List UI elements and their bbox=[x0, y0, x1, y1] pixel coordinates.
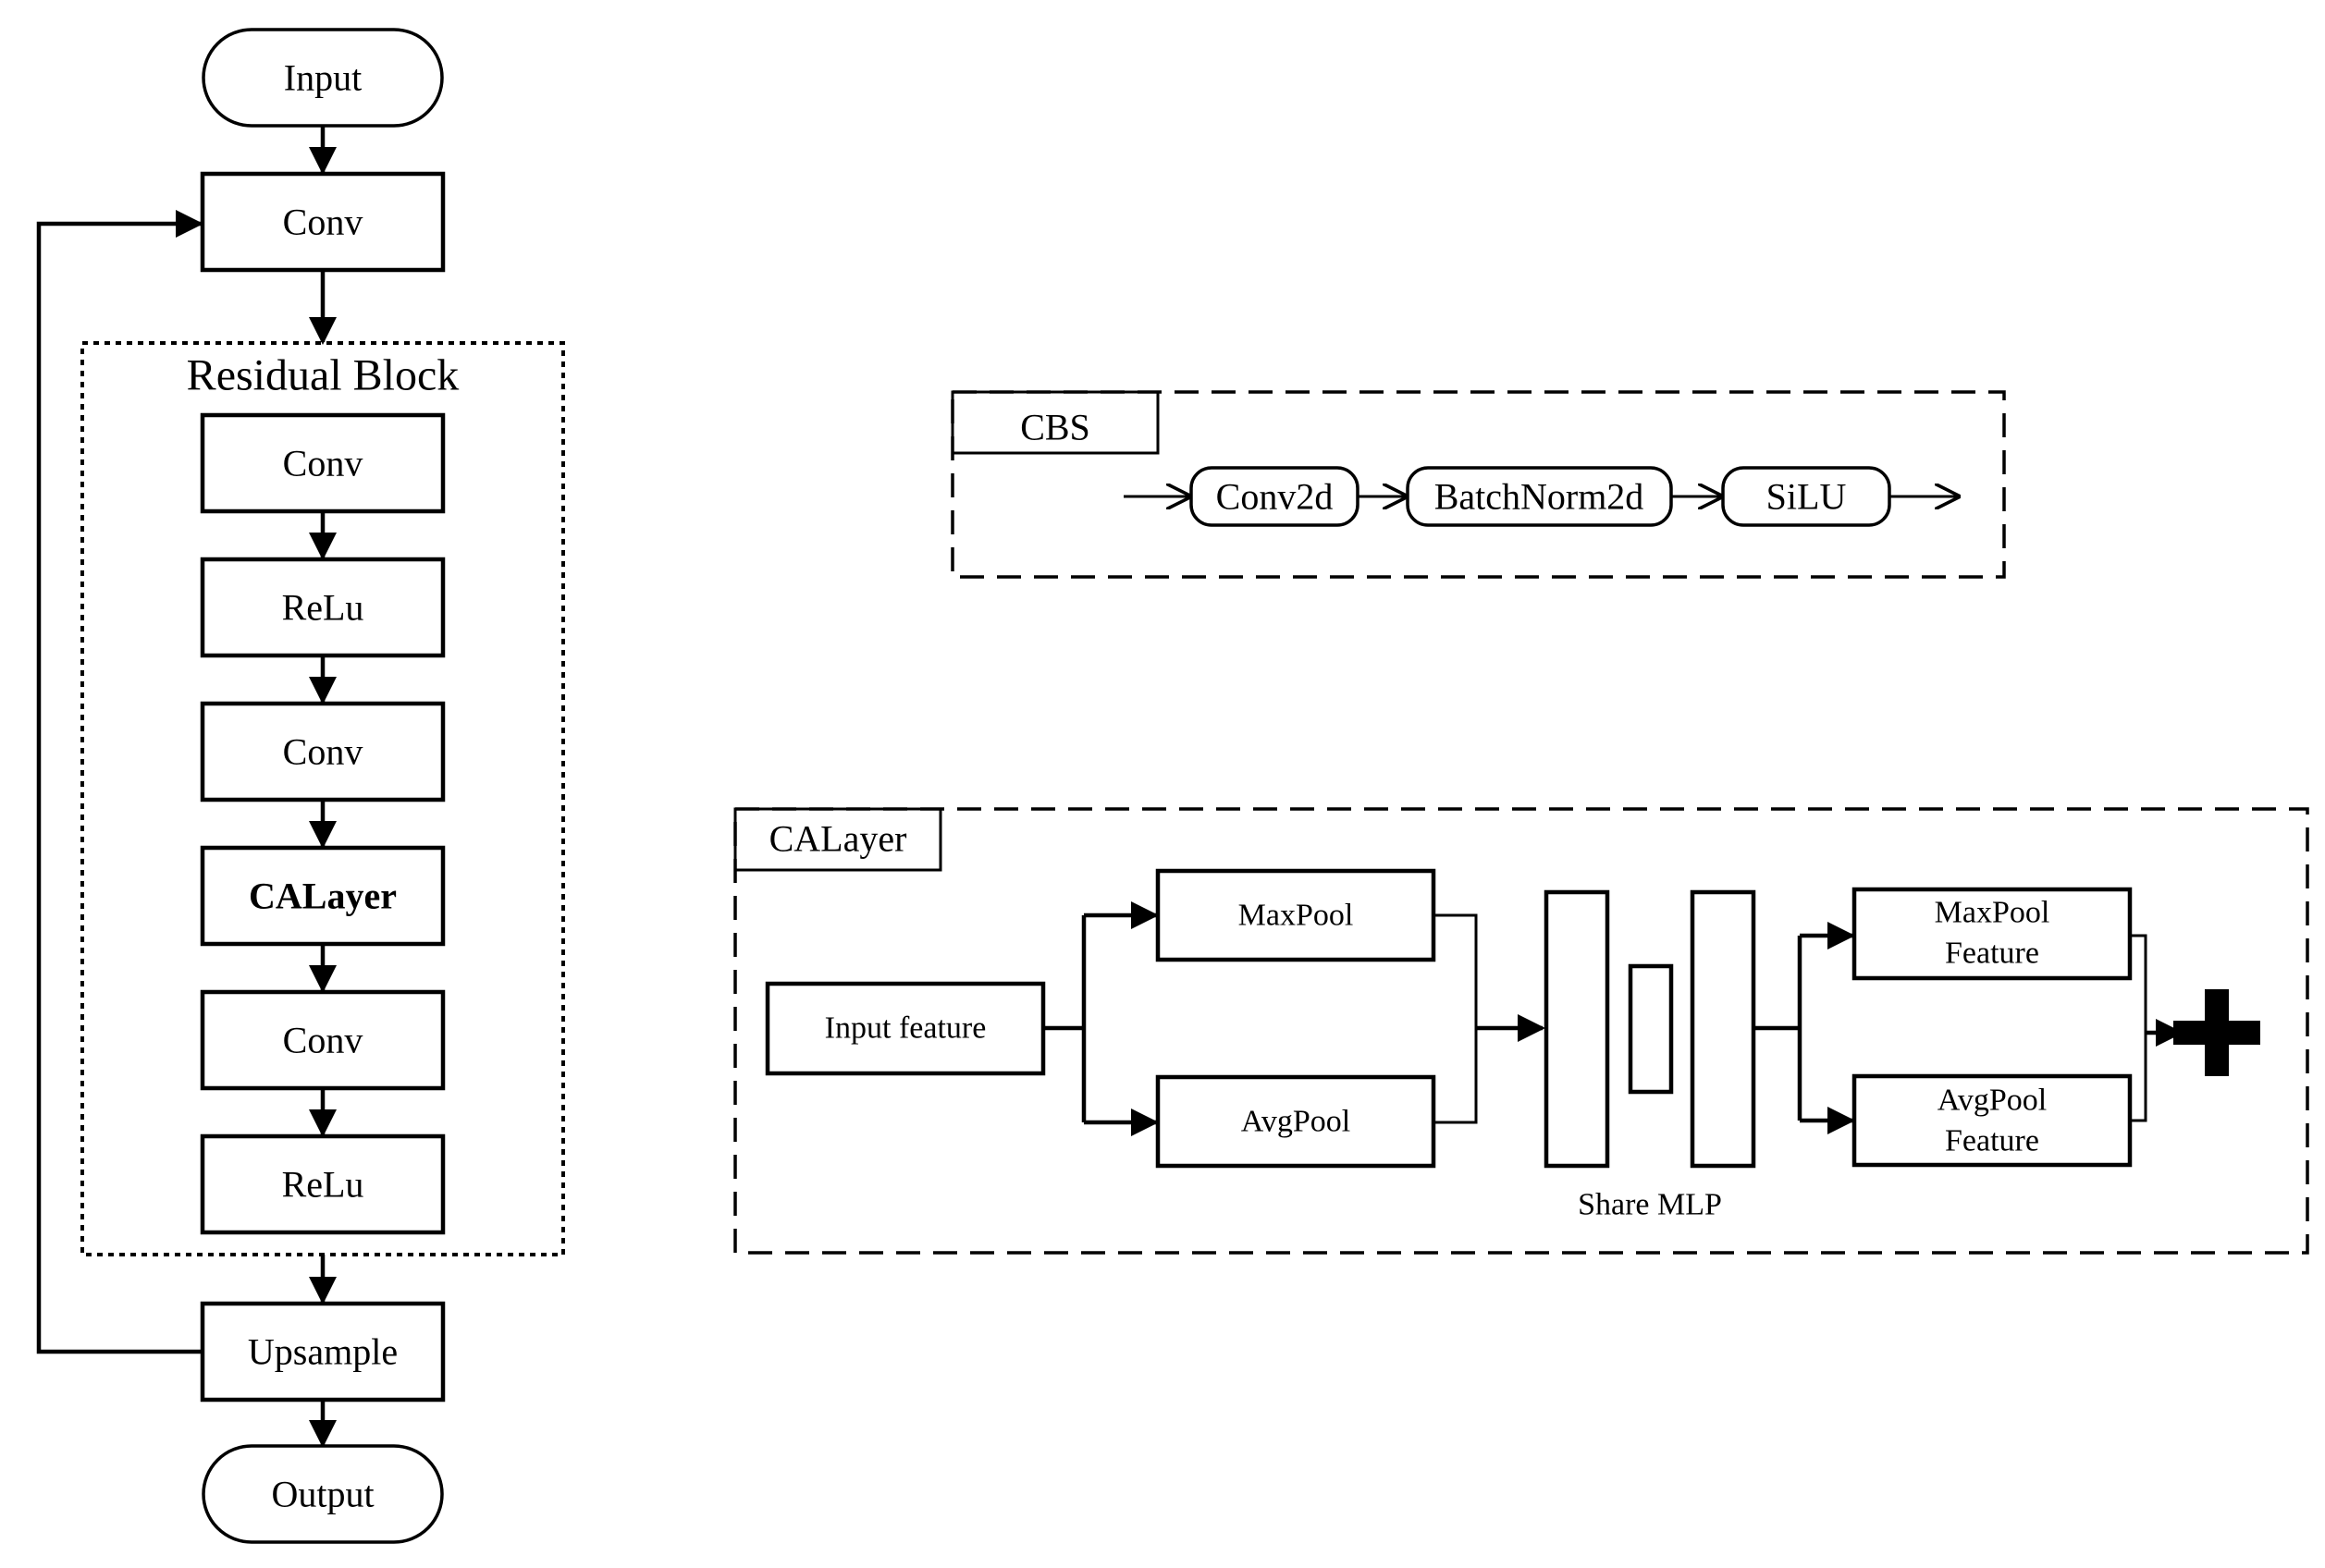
residual-conv-3-box bbox=[200, 989, 446, 1091]
share-mlp-label: Share MLP bbox=[1578, 1188, 1722, 1222]
avgpool-feature-label-line1: AvgPool bbox=[1938, 1084, 2047, 1118]
maxpool-feature-label-line1: MaxPool bbox=[1935, 896, 2050, 930]
cbs-container bbox=[951, 390, 2006, 579]
residual-relu-2-box bbox=[200, 1133, 446, 1235]
residual-step-label: ReLu bbox=[282, 587, 364, 629]
output-terminal bbox=[202, 1444, 444, 1544]
residual-step-label: Conv bbox=[283, 731, 363, 773]
residual-conv-1-box bbox=[200, 412, 446, 514]
main-flowchart: Input Conv Residual Block Conv ReLu Conv… bbox=[36, 28, 565, 1544]
calayer-module: CALayer Input feature MaxPool AvgPool Sh… bbox=[733, 807, 2309, 1255]
connector-features-merge bbox=[2130, 934, 2147, 1122]
mlp-layer-3 bbox=[1690, 889, 1756, 1169]
mlp-layer-1 bbox=[1544, 889, 1610, 1169]
calayer-title: CALayer bbox=[769, 818, 907, 860]
cbs-title: CBS bbox=[1020, 407, 1090, 448]
conv-label: Conv bbox=[283, 202, 363, 243]
cbs-title-tab bbox=[951, 390, 1160, 455]
maxpool-label: MaxPool bbox=[1238, 899, 1354, 933]
avgpool-label: AvgPool bbox=[1241, 1105, 1350, 1139]
connector-pools-merge bbox=[1433, 913, 1478, 1124]
feedback-arrow bbox=[36, 210, 203, 1354]
cbs-step-label: BatchNorm2d bbox=[1434, 476, 1644, 518]
plus-icon bbox=[2173, 989, 2260, 1076]
calayer-container bbox=[733, 807, 2309, 1255]
upsample-label: Upsample bbox=[248, 1331, 398, 1373]
output-label: Output bbox=[271, 1474, 374, 1515]
residual-step-label: Conv bbox=[283, 443, 363, 484]
cbs-step-label: SiLU bbox=[1766, 476, 1847, 518]
cbs-module: CBS Conv2d BatchNorm2d SiLU bbox=[951, 390, 2006, 579]
avgpool-feature-label-line2: Feature bbox=[1945, 1124, 2039, 1158]
calayer-title-tab bbox=[733, 807, 942, 872]
residual-block-title: Residual Block bbox=[187, 351, 460, 400]
input-feature-box bbox=[765, 981, 1046, 1076]
residual-step-label: ReLu bbox=[282, 1164, 364, 1206]
maxpool-feature-box bbox=[1851, 887, 2133, 981]
residual-step-label: CALayer bbox=[249, 876, 397, 917]
residual-step-label: Conv bbox=[283, 1020, 363, 1061]
maxpool-box bbox=[1155, 868, 1436, 962]
conv-box bbox=[200, 171, 446, 273]
input-feature-label: Input feature bbox=[825, 1011, 987, 1046]
avgpool-feature-box bbox=[1851, 1073, 2133, 1168]
mlp-layer-2 bbox=[1628, 963, 1674, 1095]
cbs-step-label: Conv2d bbox=[1216, 476, 1334, 518]
residual-relu-1-box bbox=[200, 557, 446, 658]
maxpool-feature-label-line2: Feature bbox=[1945, 937, 2039, 971]
input-label: Input bbox=[284, 57, 362, 99]
